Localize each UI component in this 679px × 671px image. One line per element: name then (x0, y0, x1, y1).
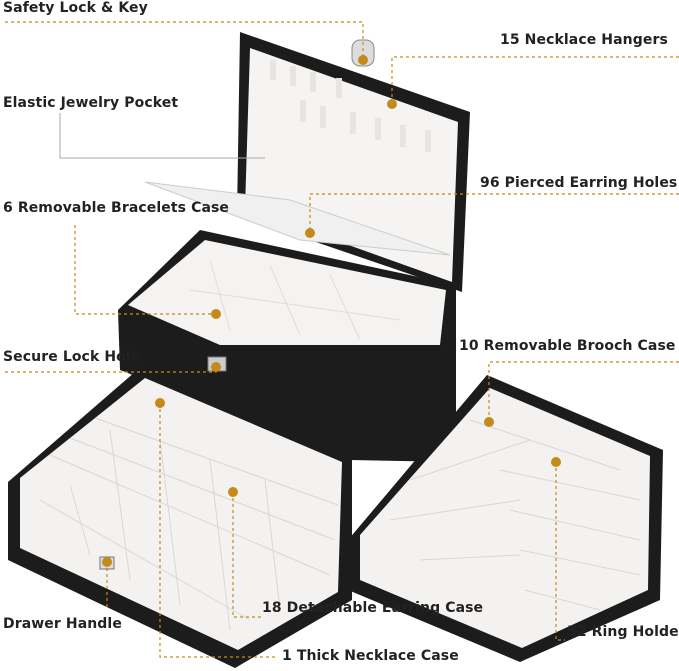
label-brooch-case: 10 Removable Brooch Case (459, 338, 676, 354)
label-necklace-case: 1 Thick Necklace Case (282, 648, 459, 664)
label-bracelets-case: 6 Removable Bracelets Case (3, 200, 230, 216)
earring-tray (8, 365, 352, 668)
label-elastic-pocket: Elastic Jewelry Pocket (3, 95, 179, 111)
bracelet-tray (144, 181, 451, 256)
callout-dots (102, 55, 561, 567)
label-earring-holes: 96 Pierced Earring Holes (480, 175, 678, 191)
label-safety-lock: Safety Lock & Key (3, 0, 148, 16)
label-drawer-handle: Drawer Handle (3, 616, 122, 632)
box-body (118, 230, 456, 462)
label-secure-lock-hole: Secure Lock Hole (3, 349, 141, 365)
lid-lock-icon (351, 39, 375, 67)
label-ring-holder: 52 Ring Holder (567, 624, 679, 640)
label-earring-case: 18 Detachable Earring Case (262, 600, 484, 616)
label-necklace-hangers: 15 Necklace Hangers (500, 32, 668, 48)
pocket-leader (59, 113, 265, 159)
ring-tray (348, 375, 663, 662)
